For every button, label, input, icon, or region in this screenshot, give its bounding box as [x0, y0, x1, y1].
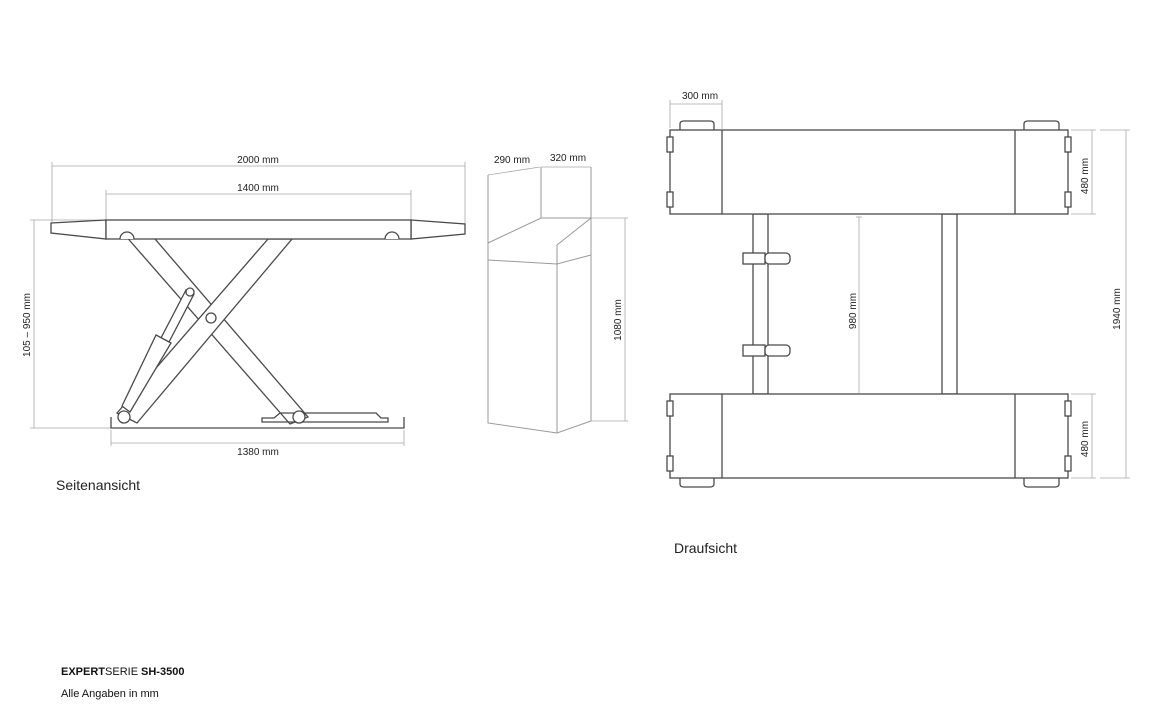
- dim-total-length-label: 2000 mm: [237, 155, 279, 166]
- crossbar-right: [941, 213, 958, 395]
- pivot-left: [117, 410, 131, 424]
- platform-top: [666, 129, 1072, 215]
- units-note: Alle Angaben in mm: [61, 688, 159, 700]
- handle-top-left: [679, 120, 715, 130]
- series-regular: SERIE: [105, 666, 138, 678]
- side-view: 2000 mm 1400 mm 105 – 950 mm 1380 mm: [22, 155, 466, 493]
- pivot-center: [205, 312, 217, 324]
- model-name: SH-3500: [141, 666, 184, 678]
- handle-top-right: [1023, 120, 1060, 130]
- dimension-1380: 1380 mm: [110, 430, 405, 458]
- top-view: 300 mm 480 mm 480 mm 980 mm 1940 mm Drau…: [666, 91, 1130, 556]
- top-view-caption: Draufsicht: [674, 540, 737, 556]
- dim-width-label: 320 mm: [550, 153, 586, 164]
- dimension-300: 300 mm: [669, 91, 723, 130]
- handle-bottom-right: [1023, 478, 1060, 488]
- handle-bottom-left: [679, 478, 715, 488]
- dim-end-section-label: 300 mm: [682, 91, 718, 102]
- dimension-1400: 1400 mm: [105, 183, 412, 220]
- dimension-1080: 1080 mm: [591, 217, 628, 422]
- dim-height-label: 1080 mm: [613, 299, 624, 341]
- hydraulic-cylinder: [121, 287, 195, 413]
- dimension-1940: 1940 mm: [1100, 129, 1130, 479]
- dimension-height: 105 – 950 mm: [22, 219, 111, 429]
- dim-inner-gap-label: 980 mm: [848, 293, 859, 329]
- dim-height-range-label: 105 – 950 mm: [22, 293, 33, 357]
- clamp-lower: [742, 344, 791, 357]
- dimension-480-top: 480 mm: [1071, 129, 1096, 215]
- base-frame: [110, 412, 405, 429]
- control-box: 290 mm 320 mm 1080 mm: [487, 153, 628, 434]
- platform: [50, 219, 466, 240]
- dim-total-width-label: 1940 mm: [1112, 288, 1123, 330]
- clamp-upper: [742, 252, 791, 265]
- dim-platform-width-top-label: 480 mm: [1080, 158, 1091, 194]
- dimension-2000: 2000 mm: [51, 155, 466, 224]
- dim-depth-label: 290 mm: [494, 155, 530, 166]
- pivot-right: [292, 410, 306, 424]
- dim-base-length-label: 1380 mm: [237, 447, 279, 458]
- dim-platform-length-label: 1400 mm: [237, 183, 279, 194]
- crossbar-left: [752, 213, 769, 395]
- series-bold: EXPERT: [61, 666, 105, 678]
- dim-platform-width-bottom-label: 480 mm: [1080, 421, 1091, 457]
- side-view-caption: Seitenansicht: [56, 477, 140, 493]
- dimension-980: 980 mm: [848, 216, 862, 393]
- platform-bottom: [666, 393, 1072, 479]
- dimension-480-bottom: 480 mm: [1071, 393, 1096, 479]
